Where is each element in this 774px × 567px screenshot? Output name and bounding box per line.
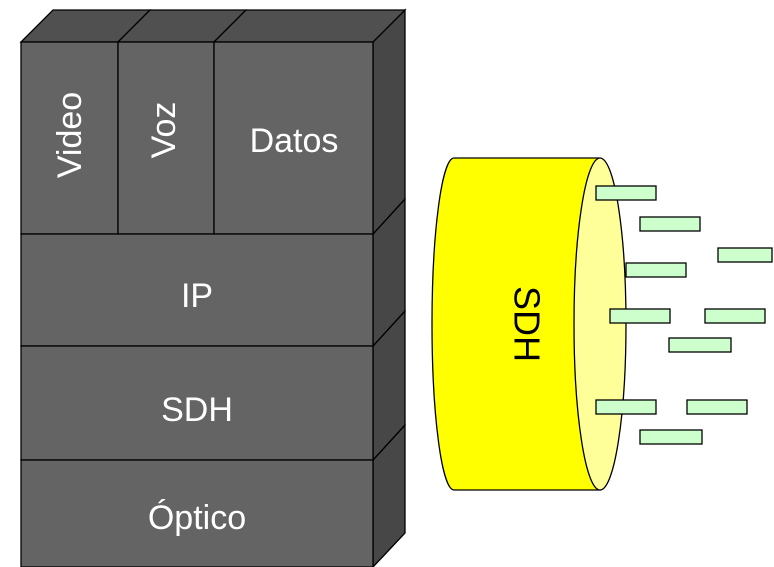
data-packet-icon (595, 399, 657, 415)
datos-layer-front (213, 41, 374, 235)
ip-layer-label: IP (181, 277, 213, 315)
sdh-layer-front (20, 345, 374, 461)
datos-layer-top (212, 9, 407, 43)
voz-layer-label: Voz (145, 102, 183, 159)
data-packets (595, 185, 773, 445)
data-packet-icon (625, 262, 687, 278)
sdh-pipe (431, 157, 627, 491)
datos-layer-side (372, 8, 406, 236)
data-packet-icon (595, 185, 657, 201)
optical-layer-label: Óptico (148, 499, 246, 537)
data-packet-icon (686, 399, 748, 415)
optical-layer-front (20, 459, 374, 567)
voz-layer-front (117, 41, 215, 235)
ip-layer-front (20, 233, 374, 347)
sdh-layer-label: SDH (161, 391, 233, 429)
data-packet-icon (609, 308, 671, 324)
sdh-pipe-body (431, 157, 601, 491)
data-packet-icon (668, 337, 732, 353)
data-packet-icon (639, 429, 703, 445)
sdh-pipe-opening (573, 157, 627, 491)
protocol-stack (19, 8, 407, 567)
sdh-pipe-label: SDH (507, 286, 548, 362)
data-packet-icon (704, 308, 766, 324)
datos-layer-label: Datos (250, 122, 339, 160)
video-layer-label: Video (51, 92, 89, 178)
data-packet-icon (639, 216, 701, 232)
data-packet-icon (717, 247, 773, 263)
